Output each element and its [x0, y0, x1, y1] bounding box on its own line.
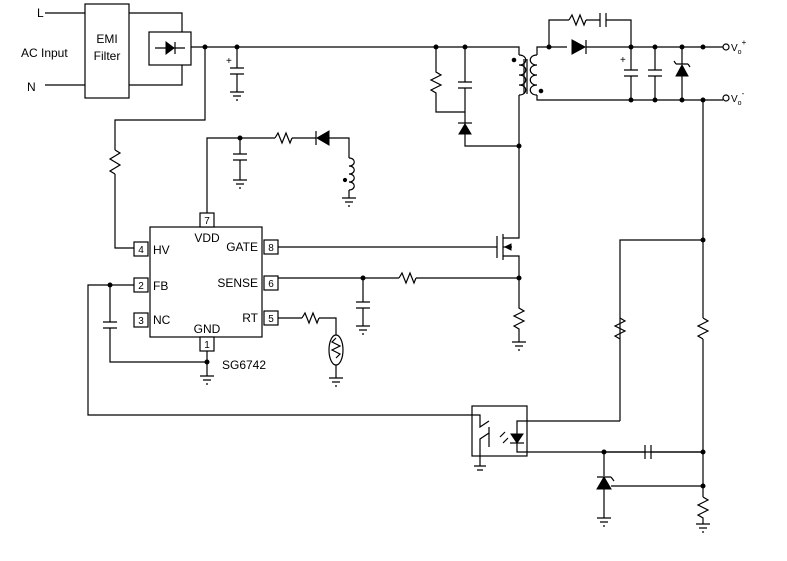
pin-2-number: 2: [138, 281, 144, 292]
power-mosfet: [496, 232, 520, 278]
hv-bus: [191, 44, 520, 55]
secondary-rc-snubber: [548, 13, 632, 47]
vdd-capacitor: [233, 138, 247, 189]
ic-nc-label: NC: [153, 313, 171, 327]
output-terminals: [722, 43, 730, 102]
filter-to-bridge-wires: [129, 12, 183, 86]
bulk-capacitor: +: [226, 47, 244, 101]
rcd-snubber: [429, 47, 519, 147]
emi-filter-box: [84, 3, 130, 99]
output-pos-label: Vo+: [731, 38, 747, 56]
pin-4-box: [133, 241, 149, 257]
output-tvs-zener: [673, 47, 691, 100]
pin-8-number: 8: [268, 243, 274, 254]
drain-wire: [516, 95, 522, 232]
emi-filter-label-2: Filter: [94, 49, 121, 63]
compensation-capacitor: [604, 445, 703, 459]
ic-part-number: SG6742: [222, 358, 266, 372]
pin-1-number: 1: [204, 340, 210, 351]
ic-fb-label: FB: [153, 279, 168, 293]
ic-gate-label: GATE: [226, 240, 258, 254]
pin-4-number: 4: [138, 245, 144, 256]
output-capacitor-1: +: [620, 47, 638, 100]
emi-filter-label-1: EMI: [96, 32, 117, 46]
pin-5-number: 5: [268, 314, 274, 325]
pin-7-number: 7: [204, 216, 210, 227]
input-wires: [45, 12, 85, 86]
current-sense-network: [278, 271, 522, 335]
output-capacitor-2: [648, 47, 662, 100]
sense-resistor: [512, 278, 526, 351]
label-ac-input: AC Input: [21, 46, 68, 60]
opto-transistor: [472, 414, 490, 471]
ic-gnd-label: GND: [194, 322, 221, 336]
rt-network: [278, 311, 344, 387]
ic-ground: [200, 351, 214, 385]
optocoupler-box: [471, 405, 528, 457]
bulk-cap-plus: +: [226, 56, 232, 67]
output-cap-plus: +: [620, 55, 626, 66]
label-line: L: [37, 6, 44, 20]
output-sense-rail: [696, 100, 710, 497]
pin-3-number: 3: [138, 316, 144, 327]
pin-3-box: [133, 312, 149, 328]
lower-divider-resistor: [696, 496, 710, 533]
bridge-diode-icon: [155, 41, 185, 55]
output-ground-rail: [536, 95, 723, 103]
pin-6-number: 6: [268, 279, 274, 290]
output-neg-label: Vo-: [731, 89, 745, 107]
transformer-core: [523, 59, 528, 94]
secondary-rectifier: [536, 39, 723, 55]
controller-ic-body: [149, 226, 263, 338]
shunt-regulator: [596, 449, 703, 527]
opto-led: [499, 420, 703, 453]
label-neutral: N: [27, 80, 36, 94]
feedback-line: [87, 284, 472, 416]
ic-vdd-label: VDD: [194, 231, 220, 245]
pin-7-box: [199, 212, 215, 228]
vdd-aux-supply: [206, 130, 356, 213]
led-bias-path: [613, 237, 706, 421]
pin-6-box: [263, 275, 279, 291]
hv-startup-path: [108, 47, 206, 249]
ic-rt-label: RT: [242, 311, 258, 325]
ic-sense-label: SENSE: [217, 276, 258, 290]
transformer-secondary: [529, 54, 544, 96]
ic-hv-label: HV: [153, 243, 170, 257]
